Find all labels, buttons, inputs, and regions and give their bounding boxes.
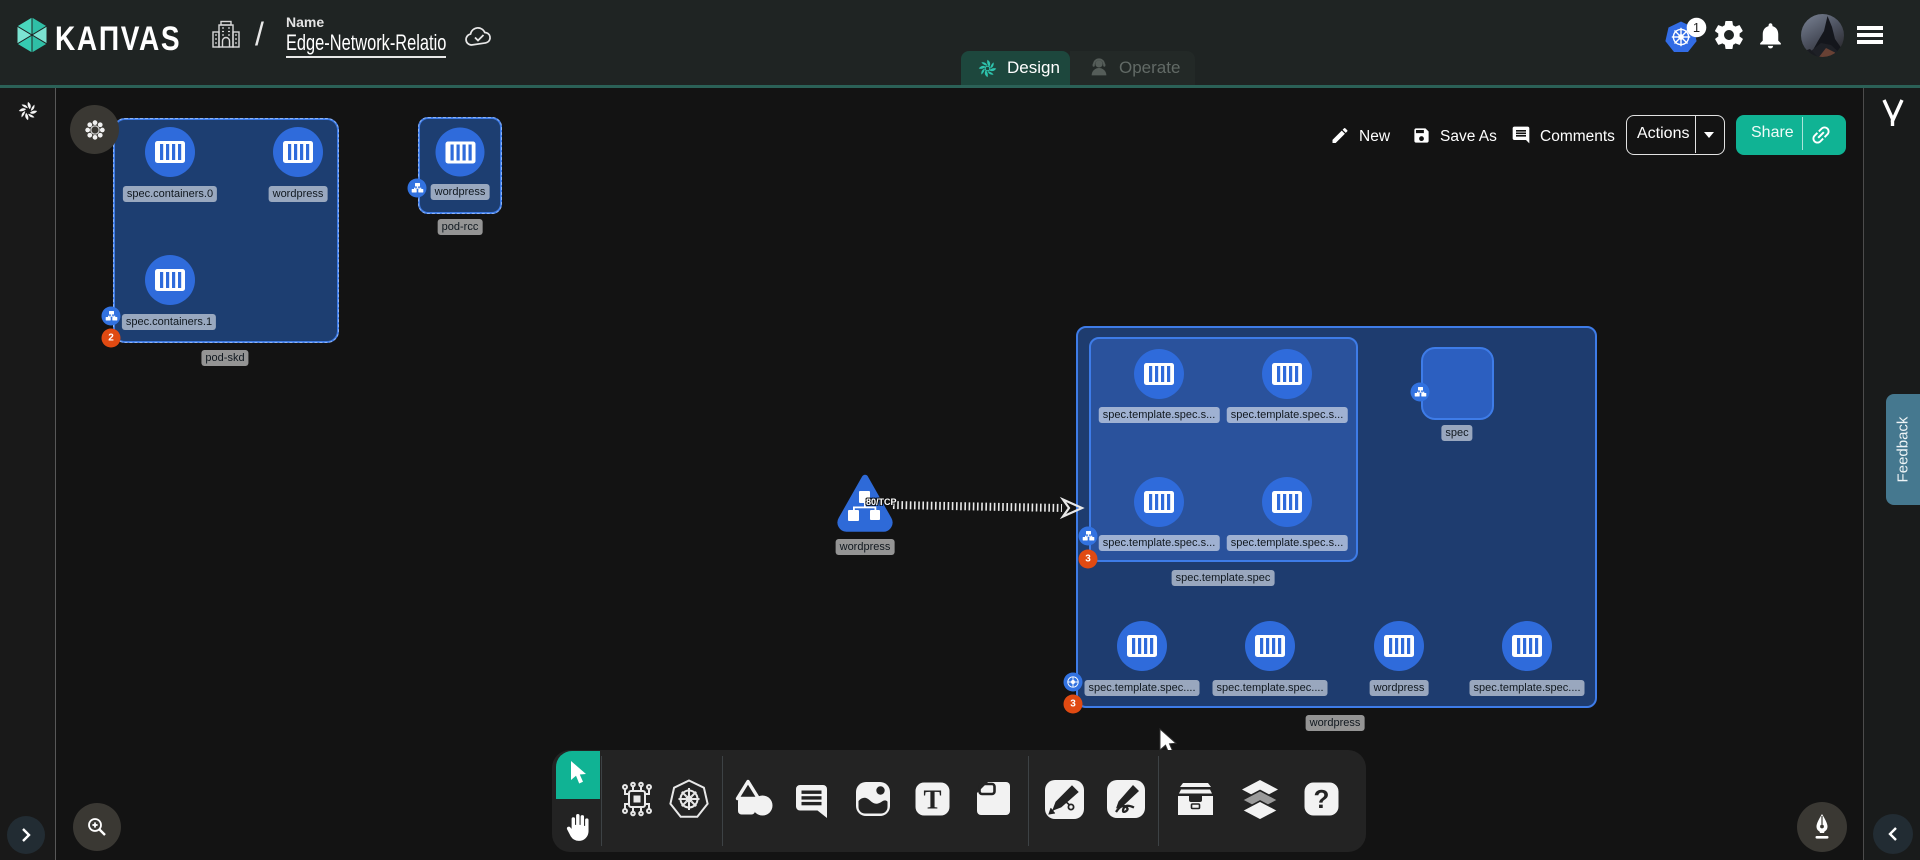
svg-text:?: ? bbox=[1314, 784, 1330, 814]
svg-text:T: T bbox=[923, 785, 941, 815]
svg-text:1: 1 bbox=[1693, 20, 1700, 35]
